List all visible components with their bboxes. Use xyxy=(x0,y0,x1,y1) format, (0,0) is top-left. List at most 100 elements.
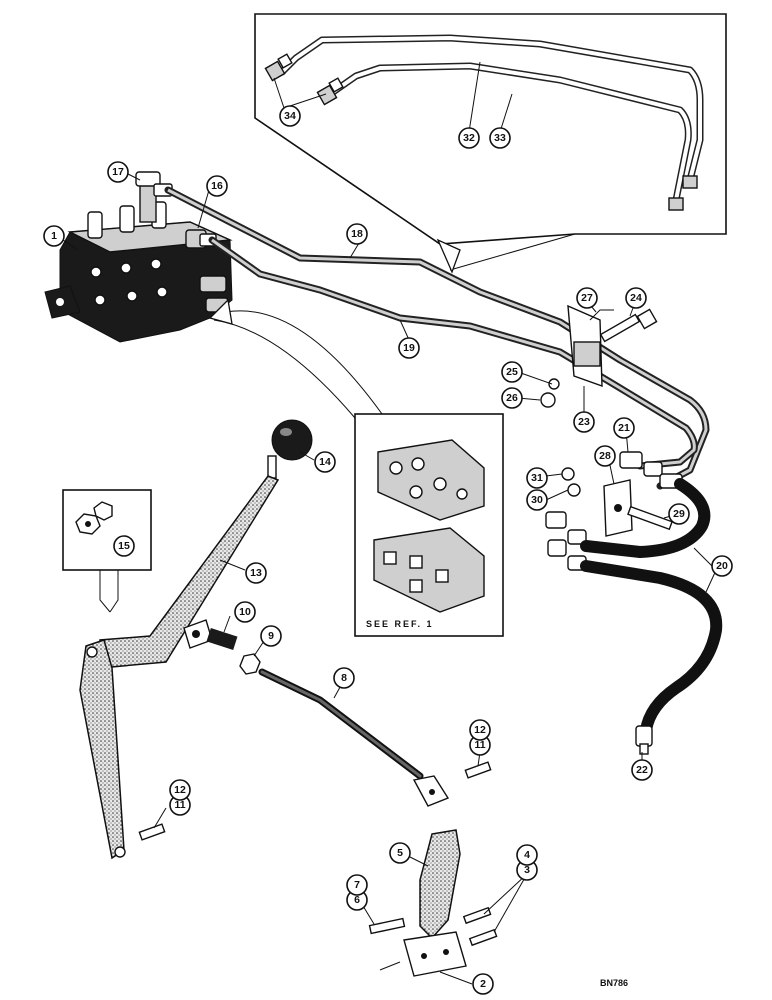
bracket-bolt xyxy=(627,505,673,531)
clevis-10 xyxy=(183,619,238,650)
svg-text:26: 26 xyxy=(506,392,518,404)
callout-8: 8 xyxy=(333,667,355,689)
callout-19: 19 xyxy=(398,337,420,359)
callout-11-upper: 11 xyxy=(469,734,491,756)
tube-end-fitting-lower xyxy=(668,197,684,211)
spool-inset-arrow xyxy=(208,298,383,419)
callout-34: 34 xyxy=(279,105,301,127)
svg-text:14: 14 xyxy=(319,456,331,468)
callout-14: 14 xyxy=(314,451,336,473)
svg-text:27: 27 xyxy=(581,292,593,304)
bolt-3 xyxy=(462,906,492,925)
tube-clamp xyxy=(567,304,614,388)
callout-9: 9 xyxy=(260,625,282,647)
callout-2: 2 xyxy=(472,973,494,995)
inset-tubes xyxy=(254,13,727,245)
callout-28: 28 xyxy=(594,445,616,467)
svg-text:25: 25 xyxy=(506,366,518,378)
callout-21: 21 xyxy=(613,417,635,439)
svg-text:12: 12 xyxy=(174,784,186,796)
callout-27: 27 xyxy=(576,287,598,309)
callout-18: 18 xyxy=(346,223,368,245)
svg-text:19: 19 xyxy=(403,342,415,354)
washer-30 xyxy=(567,483,581,497)
svg-text:18: 18 xyxy=(351,228,363,240)
elbow-fitting-upper xyxy=(264,53,293,82)
callout-7: 7 xyxy=(346,874,368,896)
callout-23: 23 xyxy=(573,411,595,433)
lever-bracket-5 xyxy=(379,829,467,977)
inset-pointer-arrow xyxy=(254,117,576,274)
nut-31 xyxy=(561,467,575,481)
tubes-18-19 xyxy=(164,186,710,490)
svg-text:20: 20 xyxy=(716,560,728,572)
callout-15: 15 xyxy=(113,535,135,557)
callout-10: 10 xyxy=(234,601,256,623)
control-lever xyxy=(79,475,280,860)
hose-connector-fittings xyxy=(545,451,683,571)
svg-text:11: 11 xyxy=(174,799,185,811)
svg-text:28: 28 xyxy=(599,450,611,462)
pin-6-7 xyxy=(368,917,406,935)
inset-spool-sections: SEE REF. 1 xyxy=(354,413,504,637)
svg-text:9: 9 xyxy=(268,630,274,642)
svg-text:24: 24 xyxy=(630,292,642,304)
lock-washer-25 xyxy=(548,378,560,390)
svg-text:22: 22 xyxy=(636,764,648,776)
callout-16: 16 xyxy=(206,175,228,197)
callout-4: 4 xyxy=(516,844,538,866)
callout-31: 31 xyxy=(526,467,548,489)
svg-text:31: 31 xyxy=(531,472,543,484)
control-rod-8 xyxy=(258,668,450,807)
svg-text:3: 3 xyxy=(524,864,530,876)
svg-text:8: 8 xyxy=(341,672,347,684)
pin-lower xyxy=(138,823,166,841)
jam-nut-9 xyxy=(239,653,261,675)
drawing-code: BN786 xyxy=(600,978,628,988)
hydraulic-hoses xyxy=(580,478,723,755)
callout-24: 24 xyxy=(625,287,647,309)
svg-text:34: 34 xyxy=(284,110,296,122)
nut-26 xyxy=(540,392,556,408)
callout-32: 32 xyxy=(458,127,480,149)
svg-text:12: 12 xyxy=(474,724,486,736)
control-knob xyxy=(267,419,313,479)
callout-5: 5 xyxy=(389,842,411,864)
callout-1: 1 xyxy=(43,225,65,247)
callout-26: 26 xyxy=(501,387,523,409)
svg-text:5: 5 xyxy=(397,847,403,859)
svg-text:29: 29 xyxy=(673,508,685,520)
inset-note: SEE REF. 1 xyxy=(366,619,434,629)
svg-text:21: 21 xyxy=(618,422,630,434)
svg-text:10: 10 xyxy=(239,606,251,618)
callout-25: 25 xyxy=(501,361,523,383)
svg-text:13: 13 xyxy=(250,567,262,579)
bolt-4 xyxy=(468,928,498,947)
svg-text:32: 32 xyxy=(463,132,475,144)
tube-end-fitting-upper xyxy=(682,175,698,189)
callout-22: 22 xyxy=(631,759,653,781)
callout-17: 17 xyxy=(107,161,129,183)
svg-text:1: 1 xyxy=(51,230,57,242)
callout-30: 30 xyxy=(526,489,548,511)
callout-13: 13 xyxy=(245,562,267,584)
inset-nut-15 xyxy=(62,489,152,613)
callout-33: 33 xyxy=(489,127,511,149)
svg-text:7: 7 xyxy=(354,879,360,891)
svg-text:30: 30 xyxy=(531,494,543,506)
callout-12-upper: 12 xyxy=(469,719,491,741)
svg-text:16: 16 xyxy=(211,180,223,192)
clamp-bolt xyxy=(599,308,658,343)
callout-29: 29 xyxy=(668,503,690,525)
callout-12-lower: 12 xyxy=(169,779,191,801)
callout-20-upper: 20 xyxy=(711,555,733,577)
svg-text:15: 15 xyxy=(118,540,130,552)
svg-text:11: 11 xyxy=(474,739,485,751)
svg-text:17: 17 xyxy=(112,166,124,178)
svg-text:23: 23 xyxy=(578,416,590,428)
svg-text:6: 6 xyxy=(354,894,360,906)
svg-text:33: 33 xyxy=(494,132,506,144)
elbow-fitting-lower xyxy=(316,77,344,106)
pin-upper xyxy=(464,761,492,779)
